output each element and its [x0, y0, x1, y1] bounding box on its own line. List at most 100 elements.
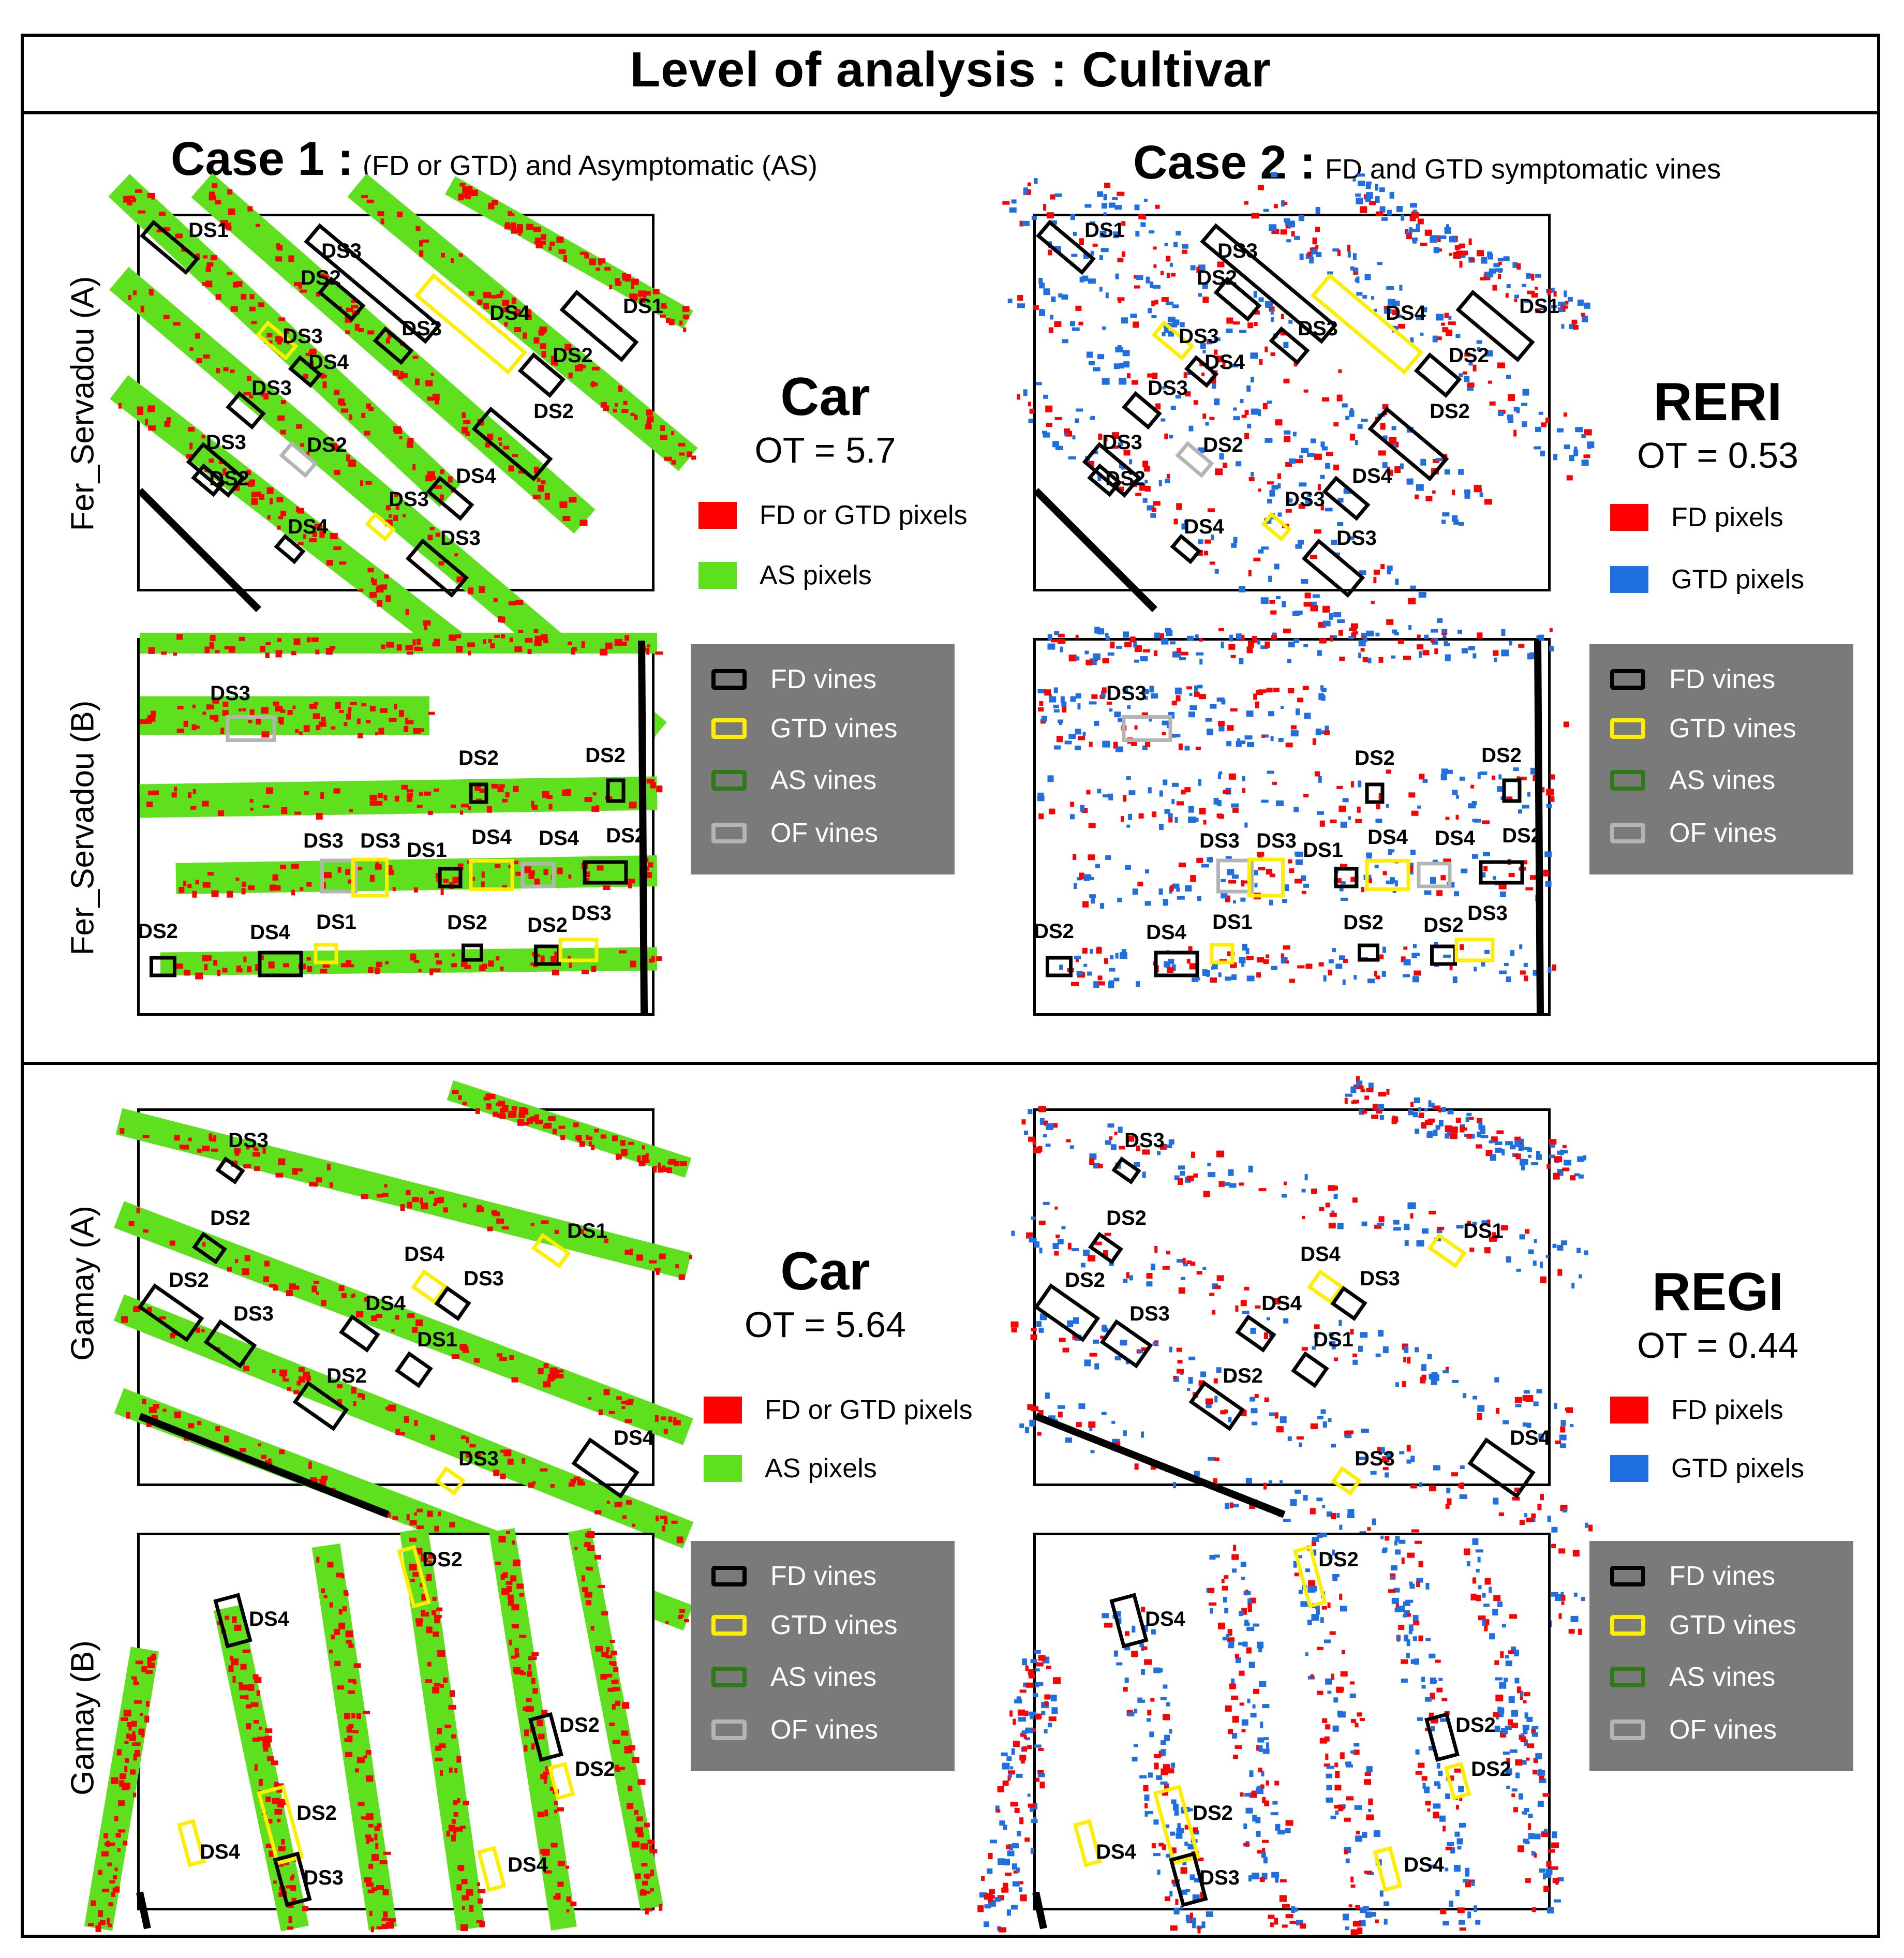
- symptom-pixel: [1352, 1921, 1361, 1927]
- gtd-pixel: [1510, 950, 1515, 957]
- symptom-pixel: [1339, 1593, 1343, 1600]
- symptom-pixel: [1106, 701, 1112, 705]
- gtd-pixel: [1181, 1807, 1186, 1814]
- symptom-pixel: [246, 1723, 251, 1730]
- gtd-pixel: [1153, 1667, 1161, 1673]
- symptom-pixel: [418, 969, 422, 972]
- symptom-pixel: [1141, 1646, 1148, 1650]
- symptom-pixel: [1434, 1105, 1441, 1110]
- gtd-pixel: [1292, 432, 1297, 437]
- gtd-pixel: [1090, 1450, 1095, 1453]
- symptom-pixel: [277, 339, 282, 345]
- gtd-pixel: [1189, 1874, 1195, 1880]
- gtd-pixel: [1009, 1844, 1014, 1850]
- symptom-pixel: [1215, 355, 1224, 363]
- gtd-pixel: [1418, 591, 1426, 598]
- symptom-pixel: [470, 189, 478, 196]
- symptom-pixel: [1035, 1715, 1041, 1720]
- gtd-pixel: [1412, 1636, 1417, 1641]
- symptom-pixel: [1153, 246, 1157, 250]
- gtd-pixel: [1421, 1677, 1425, 1682]
- symptom-pixel: [375, 967, 380, 974]
- gtd-pixel: [1171, 799, 1175, 805]
- gtd-pixel: [1342, 798, 1349, 803]
- symptom-pixel: [1557, 1269, 1563, 1276]
- symptom-pixel: [1277, 473, 1281, 479]
- gtd-pixel: [1464, 492, 1470, 499]
- symptom-pixel: [1216, 1275, 1224, 1281]
- symptom-pixel: [188, 1423, 195, 1429]
- symptom-pixel: [382, 1889, 389, 1895]
- gtd-pixel: [1177, 896, 1185, 900]
- gtd-pixel: [1083, 874, 1092, 878]
- symptom-pixel: [1053, 1677, 1061, 1684]
- gtd-pixel: [1358, 1345, 1363, 1352]
- gtd-pixel: [1091, 897, 1095, 904]
- gtd-pixel: [1136, 275, 1143, 280]
- symptom-pixel: [227, 891, 233, 898]
- gtd-pixel: [1515, 1404, 1522, 1407]
- symptom-pixel: [1037, 1432, 1042, 1436]
- gtd-pixel: [1269, 224, 1277, 231]
- symptom-pixel: [217, 1621, 221, 1625]
- symptom-pixel: [1433, 1812, 1439, 1819]
- symptom-pixel: [434, 1197, 442, 1204]
- gtd-pixel: [1228, 1416, 1232, 1422]
- symptom-pixel: [341, 1293, 347, 1298]
- gtd-pixel: [1116, 645, 1123, 649]
- gtd-pixel: [1355, 278, 1358, 282]
- symptom-pixel: [615, 1764, 619, 1772]
- symptom-pixel: [1457, 1907, 1465, 1914]
- symptom-pixel: [353, 1681, 357, 1685]
- vine-stage-label: DS2: [307, 434, 347, 456]
- symptom-pixel: [132, 1731, 136, 1737]
- gtd-pixel: [1317, 811, 1325, 815]
- symptom-pixel: [1350, 434, 1356, 441]
- gtd-pixel: [1382, 1547, 1388, 1552]
- symptom-pixel: [1275, 419, 1283, 426]
- gtd-pixel: [1501, 1728, 1508, 1734]
- symptom-pixel: [1403, 656, 1411, 660]
- gtd-pixel: [1343, 1914, 1349, 1921]
- symptom-pixel: [361, 1816, 367, 1820]
- gtd-pixel: [1171, 323, 1178, 328]
- symptom-pixel: [243, 956, 247, 962]
- symptom-pixel: [385, 1406, 390, 1411]
- symptom-pixel: [1470, 1593, 1477, 1600]
- symptom-pixel: [462, 1906, 465, 1910]
- symptom-pixel: [1176, 503, 1182, 510]
- gtd-pixel: [1363, 636, 1367, 642]
- symptom-pixel: [1280, 1879, 1287, 1882]
- symptom-pixel: [1171, 701, 1177, 706]
- symptom-pixel: [1232, 1755, 1238, 1759]
- gtd-pixel: [1051, 296, 1056, 303]
- symptom-pixel: [476, 1452, 481, 1459]
- symptom-pixel: [1240, 1792, 1244, 1797]
- symptom-pixel: [364, 431, 370, 436]
- gtd-pixel: [1450, 1847, 1455, 1854]
- symptom-pixel: [461, 1435, 466, 1440]
- symptom-pixel: [153, 1404, 160, 1409]
- symptom-pixel: [582, 970, 589, 974]
- symptom-pixel: [117, 1848, 121, 1852]
- symptom-pixel: [1067, 1242, 1072, 1250]
- symptom-pixel: [1218, 814, 1224, 819]
- gtd-pixel: [1188, 711, 1196, 718]
- symptom-pixel: [1111, 446, 1119, 449]
- symptom-pixel: [293, 638, 301, 645]
- symptom-pixel: [621, 641, 627, 646]
- symptom-pixel: [543, 1381, 551, 1388]
- symptom-pixel: [346, 714, 351, 720]
- symptom-pixel: [1209, 417, 1215, 420]
- symptom-pixel: [606, 1647, 610, 1652]
- gtd-pixel: [1250, 352, 1258, 359]
- symptom-pixel: [641, 1863, 648, 1867]
- gtd-pixel: [1075, 729, 1081, 735]
- gtd-pixel: [1057, 1239, 1064, 1244]
- gtd-pixel: [1123, 1430, 1127, 1436]
- gtd-pixel: [1522, 421, 1527, 427]
- symptom-pixel: [1085, 659, 1093, 665]
- symptom-pixel: [337, 1384, 343, 1389]
- symptom-pixel: [433, 968, 441, 972]
- gtd-pixel: [1410, 1456, 1415, 1462]
